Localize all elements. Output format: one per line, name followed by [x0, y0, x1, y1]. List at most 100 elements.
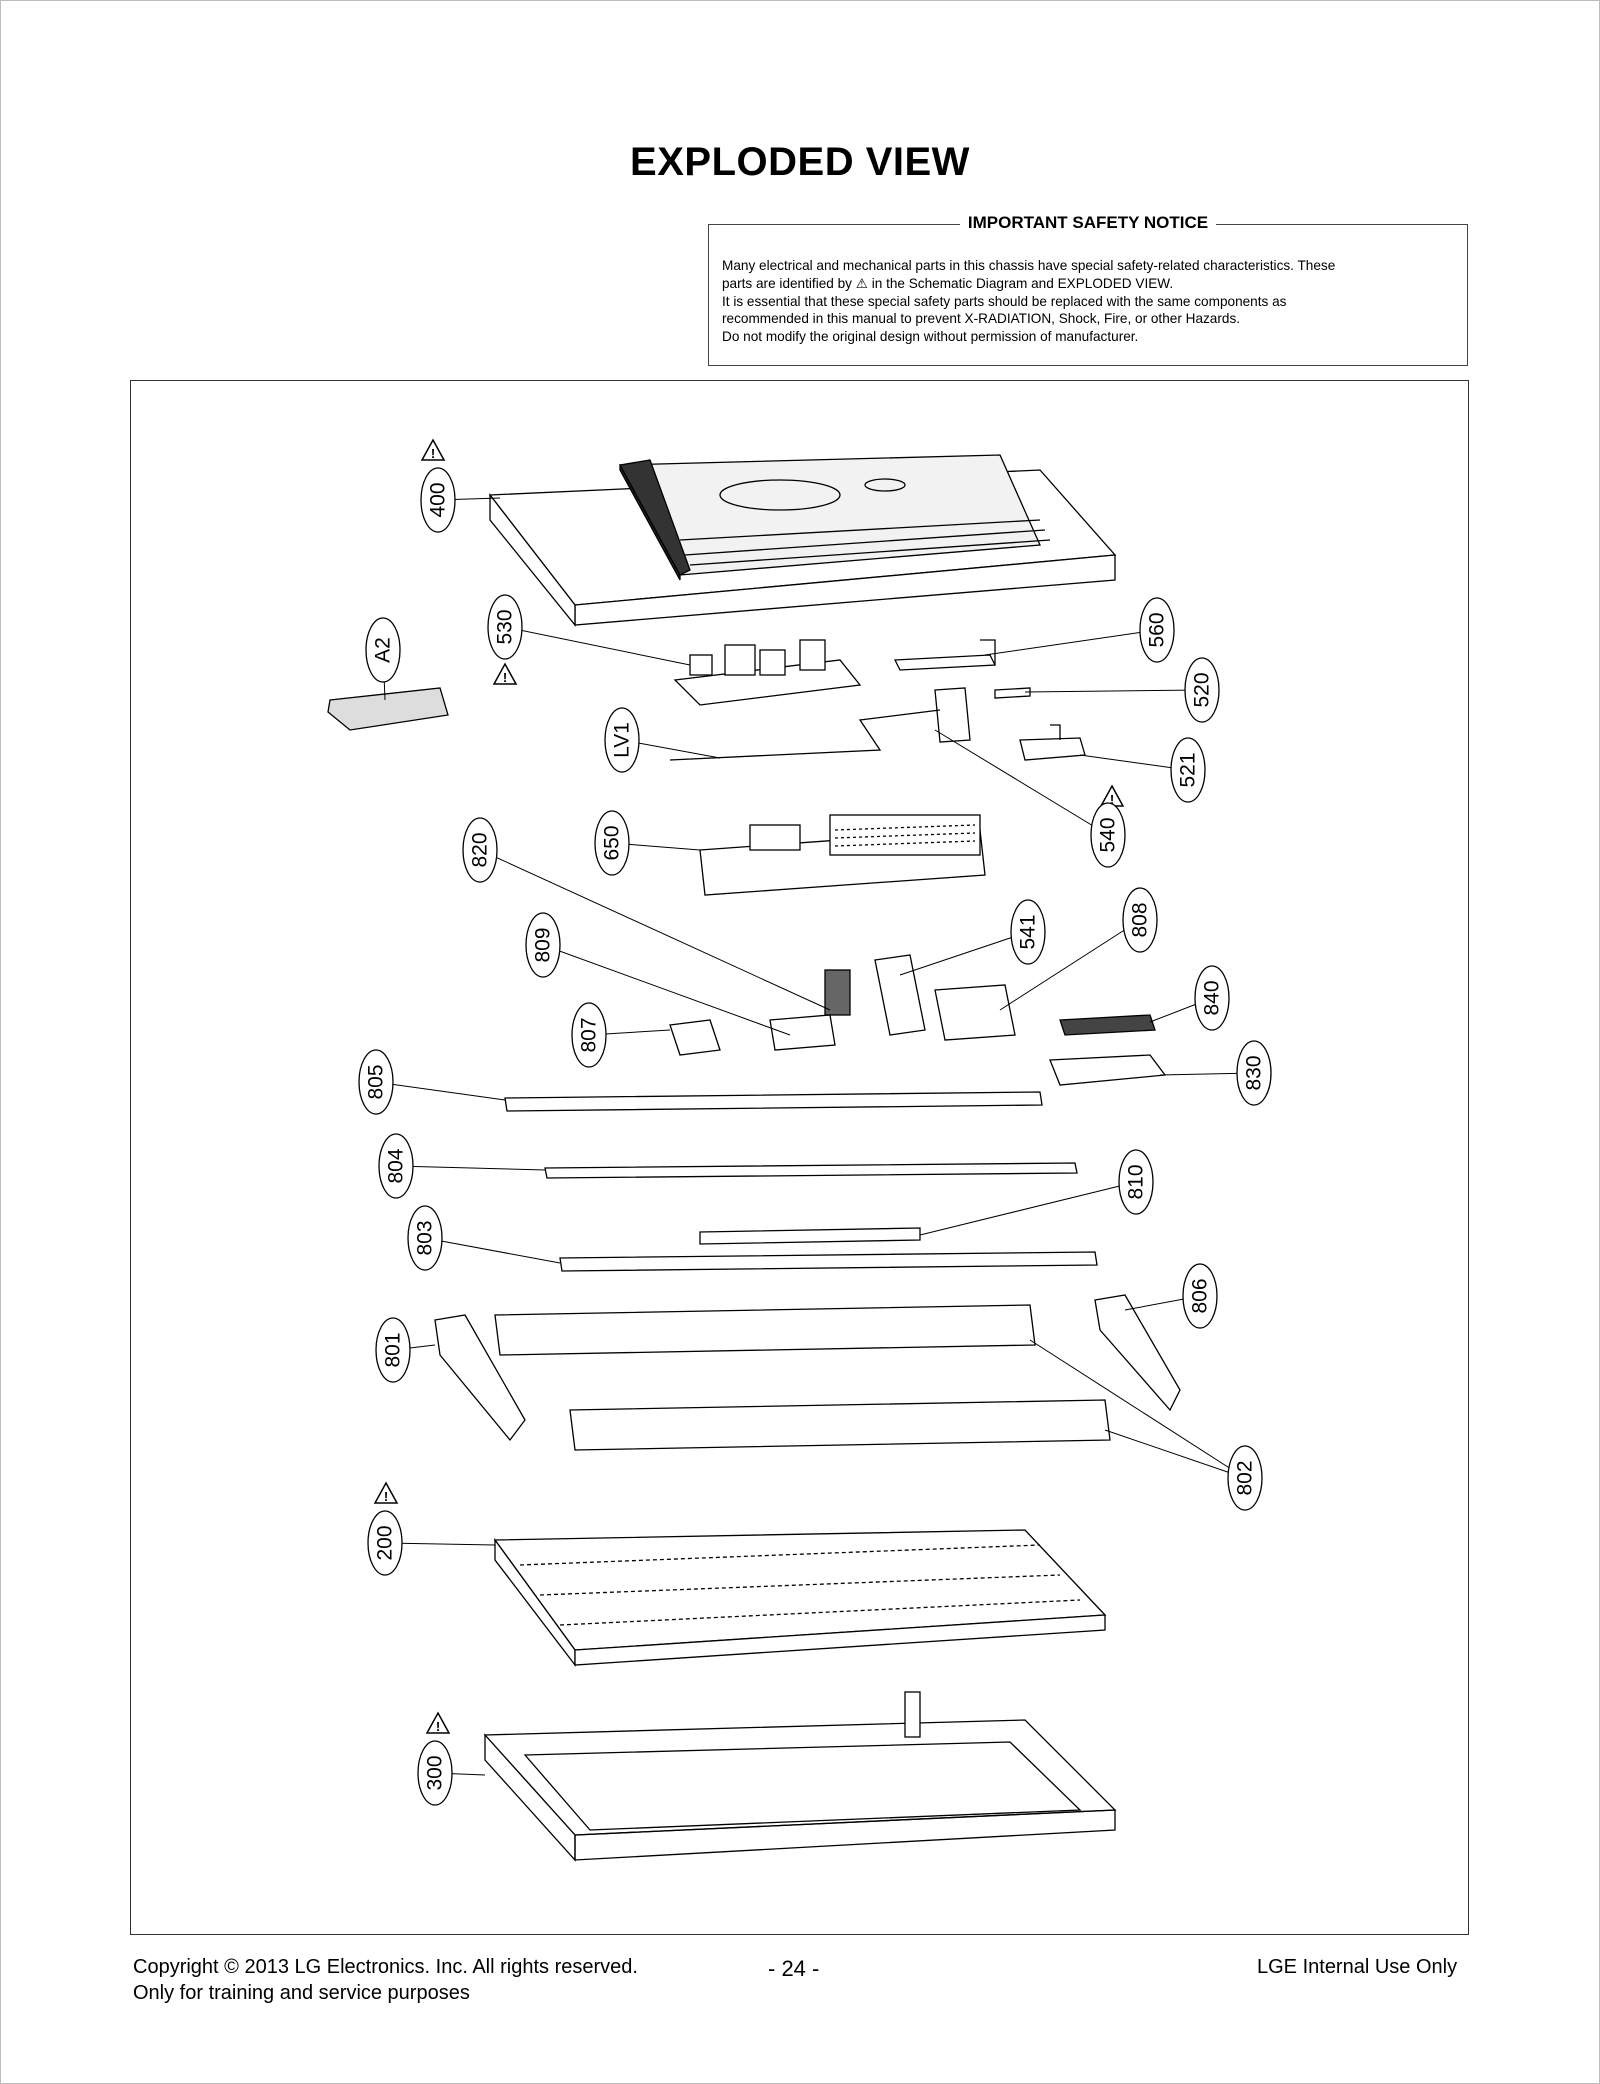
page-title: EXPLODED VIEW	[630, 140, 970, 184]
callout-label: 810	[1125, 1164, 1148, 1199]
callout-200: 200	[367, 1510, 496, 1576]
callout-560: 560	[984, 597, 1175, 663]
notice-line: Many electrical and mechanical parts in …	[722, 258, 1336, 273]
callout-label: 521	[1177, 752, 1200, 787]
callout-ellipse	[1194, 965, 1230, 1031]
callout-label: 540	[1097, 817, 1120, 852]
callout-801: 801	[375, 1317, 436, 1383]
callout-ellipse	[1139, 597, 1175, 663]
leader-line	[1029, 1339, 1246, 1479]
svg-text:!: !	[384, 1489, 388, 1504]
callout-ellipse	[604, 707, 640, 773]
callout-520: 520	[1024, 657, 1220, 723]
leader-line	[1104, 1429, 1246, 1479]
power-board-part	[673, 639, 862, 706]
leader-line	[479, 849, 831, 1011]
callout-ellipse	[1184, 657, 1220, 723]
callout-540: 540	[934, 729, 1126, 868]
callout-ellipse	[1090, 802, 1126, 868]
callout-ellipse	[358, 1049, 394, 1115]
heatsink-809-part	[824, 969, 851, 1016]
callout-803: 803	[407, 1205, 561, 1271]
bracket-520-part	[994, 687, 1031, 699]
leader-line	[999, 919, 1141, 1011]
warning-triangle-icon: !	[492, 662, 518, 685]
callout-ellipse	[1118, 1149, 1154, 1215]
callout-label: 560	[1146, 612, 1169, 647]
callout-ellipse	[1227, 1445, 1263, 1511]
callout-label: 530	[494, 609, 517, 644]
svg-text:!: !	[431, 446, 435, 461]
callout-802: 802	[1029, 1339, 1263, 1511]
callout-ellipse	[407, 1205, 443, 1271]
warning-triangle-icon: !	[420, 438, 446, 461]
callout-label: 801	[382, 1332, 405, 1367]
callout-ellipse	[378, 1133, 414, 1199]
training-notice-text: Only for training and service purposes	[133, 1982, 470, 2004]
callout-label: LV1	[611, 722, 634, 758]
panel-module-part	[493, 1529, 1107, 1667]
callout-806: 806	[1124, 1263, 1218, 1329]
leader-line	[375, 1081, 506, 1101]
notice-line: Do not modify the original design withou…	[722, 329, 1139, 345]
rail-802a-part	[494, 1304, 1036, 1356]
callout-ellipse	[594, 810, 630, 876]
diagram-frame	[130, 380, 1469, 1935]
callout-ellipse	[417, 1740, 453, 1806]
main-board-part	[699, 814, 986, 896]
callout-ellipse	[420, 467, 456, 533]
callout-300: 300	[417, 1740, 486, 1806]
leader-line	[504, 626, 691, 666]
notice-line: It is essential that these special safet…	[722, 293, 1287, 309]
callout-ellipse	[365, 617, 401, 683]
callout-ellipse	[1170, 737, 1206, 803]
bracket-808-part	[934, 984, 1016, 1041]
part-drawings	[327, 454, 1181, 1862]
leader-line	[424, 1237, 561, 1264]
frame-840-part	[1059, 1014, 1156, 1036]
callout-ellipse	[1010, 899, 1046, 965]
callout-804: 804	[378, 1133, 546, 1199]
internal-use-text: LGE Internal Use Only	[1257, 1956, 1458, 1978]
callout-label: 840	[1201, 980, 1224, 1015]
callout-830: 830	[1159, 1040, 1272, 1106]
callout-808: 808	[999, 887, 1158, 1011]
bar-810-part	[699, 1227, 921, 1245]
leader-line	[542, 944, 791, 1036]
bracket-807-part	[669, 1019, 721, 1056]
callout-ellipse	[462, 817, 498, 883]
callout-530: 530	[487, 594, 691, 666]
callout-ellipse	[375, 1317, 411, 1383]
callout-lv1: LV1	[604, 707, 721, 773]
callout-label: 808	[1129, 902, 1152, 937]
safety-notice-box: IMPORTANT SAFETY NOTICE Many electrical …	[708, 213, 1468, 366]
leader-line	[1079, 754, 1189, 771]
callout-ellipse	[1182, 1263, 1218, 1329]
cable-lv1-part	[669, 709, 941, 761]
warning-triangle-icon: !	[425, 1711, 451, 1734]
callout-a2: A2	[365, 617, 401, 701]
callout-label: 807	[578, 1017, 601, 1052]
safety-notice-body: Many electrical and mechanical parts in …	[722, 257, 1453, 346]
switch-540-part	[934, 687, 971, 743]
bar-804-part	[544, 1162, 1078, 1179]
page-number: - 24 -	[768, 1956, 820, 1981]
callout-840: 840	[1149, 965, 1230, 1031]
callout-ellipse	[487, 594, 523, 660]
callout-ellipse	[367, 1510, 403, 1576]
svg-text:!: !	[503, 670, 507, 685]
callout-label: 520	[1191, 672, 1214, 707]
notice-line: recommended in this manual to prevent X-…	[722, 311, 1241, 327]
warning-triangles: ! ! ! ! !	[373, 438, 1125, 1734]
callout-label: 803	[414, 1220, 437, 1255]
svg-text:!: !	[1110, 792, 1114, 807]
bracket-560-part	[893, 639, 997, 671]
leader-line	[384, 1542, 496, 1546]
leader-line	[1024, 689, 1203, 693]
callout-label: 541	[1017, 914, 1040, 949]
callout-label: 802	[1234, 1460, 1257, 1495]
notice-line: parts are identified by ⚠ in the Schemat…	[722, 275, 1174, 291]
bar-803-part	[559, 1251, 1098, 1272]
